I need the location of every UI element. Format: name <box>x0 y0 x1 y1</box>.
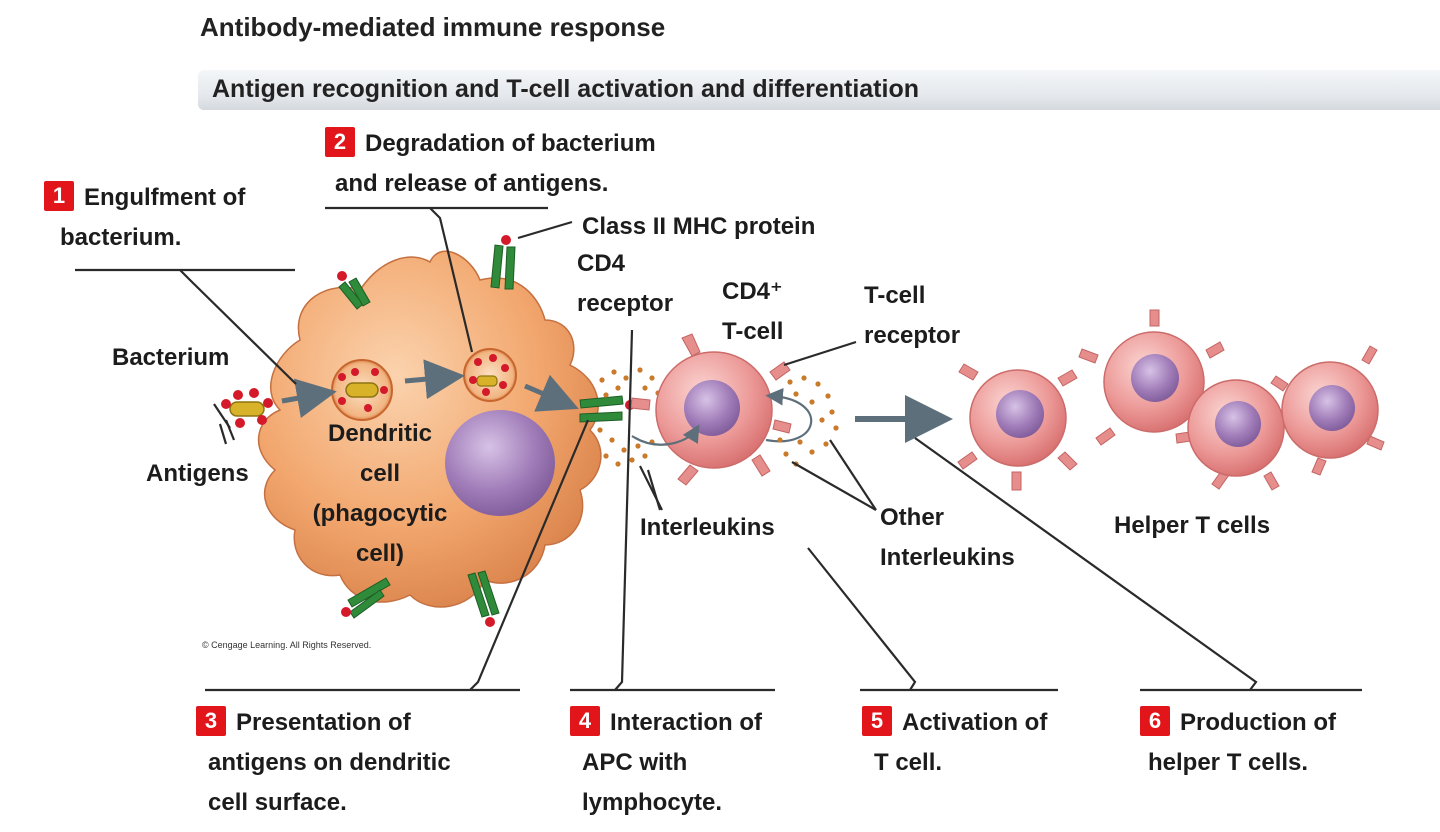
diagram-subtitle: Antigen recognition and T-cell activatio… <box>212 75 919 103</box>
step-5-line1: Activation of <box>902 709 1048 736</box>
step-5-badge: 5 <box>862 706 892 736</box>
tcell-receptor-label: T-cell receptor <box>864 276 960 356</box>
step-3-line2: antigens on dendritic <box>208 749 451 776</box>
step-5-label: 5 Activation of T cell. <box>862 703 1047 783</box>
interleukin-arrow-right <box>765 387 813 443</box>
dendritic-cell-line3: (phagocytic <box>312 500 448 527</box>
step-6-line2: helper T cells. <box>1148 749 1309 776</box>
mhc-protein-label: Class II MHC protein <box>582 213 816 240</box>
diagram-title: Antibody-mediated immune response <box>200 12 666 42</box>
other-interleukins-line2: Interleukins <box>880 544 1015 571</box>
step-3-badge: 3 <box>196 706 226 736</box>
mhc-protein <box>337 271 371 310</box>
interleukin-arrow-left <box>631 424 700 446</box>
step-4-line1: Interaction of <box>610 709 763 736</box>
step-1-badge: 1 <box>44 181 74 211</box>
step-3-line1: Presentation of <box>236 709 411 736</box>
step-6-label: 6 Production of helper T cells. <box>1140 703 1336 783</box>
leader-lines <box>75 206 1362 692</box>
helper-t-cell <box>1270 345 1385 476</box>
cd4-tcell-line1: CD4⁺ <box>722 278 783 305</box>
antigens-label: Antigens <box>146 460 249 487</box>
step-2-badge: 2 <box>325 127 355 157</box>
mhc-protein <box>467 570 500 627</box>
dendritic-cell-line1: Dendritic <box>327 420 432 447</box>
cd4-tcell-line2: T-cell <box>722 318 784 345</box>
step-2-line1: Degradation of bacterium <box>365 130 656 157</box>
bacterium-label: Bacterium <box>112 344 230 371</box>
arrow-present <box>524 374 579 412</box>
bacterium <box>221 388 273 428</box>
step-2-label: 2 Degradation of bacterium and release of… <box>325 124 656 204</box>
dendritic-cell-line2: cell <box>359 460 401 487</box>
dendritic-cell-label: Dendritic cell (phagocytic cell) <box>300 414 460 574</box>
cd4-t-cell <box>630 333 792 486</box>
vesicle-1 <box>331 359 393 421</box>
vesicle-2 <box>463 348 517 402</box>
helper-t-cell <box>957 363 1078 491</box>
step-1-label: 1 Engulfment of bacterium. <box>44 178 245 258</box>
mhc-protein <box>341 577 391 619</box>
step-4-badge: 4 <box>570 706 600 736</box>
interleukin-dots-right <box>777 375 839 467</box>
nucleus <box>445 410 555 516</box>
step-5-line2: T cell. <box>874 749 943 776</box>
interleukin-dots-left <box>597 367 661 467</box>
helper-t-cells-label: Helper T cells <box>1114 512 1271 539</box>
step-3-label: 3 Presentation of antigens on dendritic c… <box>196 703 451 823</box>
subtitle-bar <box>198 70 1440 110</box>
step-3-line3: cell surface. <box>208 789 347 816</box>
tcell-receptor-line1: T-cell <box>864 282 926 309</box>
arrow-degrade <box>404 359 465 400</box>
helper-t-cell <box>1175 379 1285 491</box>
step-6-line1: Production of <box>1180 709 1336 736</box>
other-interleukins-label: Other Interleukins <box>880 498 1015 578</box>
cd4-receptor-label: CD4 receptor <box>577 244 673 324</box>
other-interleukins-line1: Other <box>880 504 945 531</box>
step-4-line3: lymphocyte. <box>582 789 723 816</box>
interleukins-label: Interleukins <box>640 514 775 541</box>
step-6-badge: 6 <box>1140 706 1170 736</box>
mhc-protein <box>490 235 516 290</box>
arrow-engulf <box>281 378 337 419</box>
dendritic-cell-line4: cell) <box>355 540 405 567</box>
step-4-line2: APC with <box>582 749 688 776</box>
step-1-line1: Engulfment of <box>84 184 246 211</box>
dendritic-cell <box>258 250 602 608</box>
step-4-label: 4 Interaction of APC with lymphocyte. <box>570 703 762 823</box>
copyright-notice: © Cengage Learning. All Rights Reserved. <box>202 640 372 650</box>
cd4-tcell-label: CD4⁺ T-cell <box>722 272 783 352</box>
tcell-receptor-line2: receptor <box>864 322 961 349</box>
helper-t-cell <box>1078 309 1225 446</box>
step-1-line2: bacterium. <box>60 224 182 251</box>
cd4-receptor-line2: receptor <box>577 290 674 317</box>
step-2-line2: and release of antigens. <box>335 170 609 197</box>
cd4-receptor-line1: CD4 <box>577 250 626 277</box>
